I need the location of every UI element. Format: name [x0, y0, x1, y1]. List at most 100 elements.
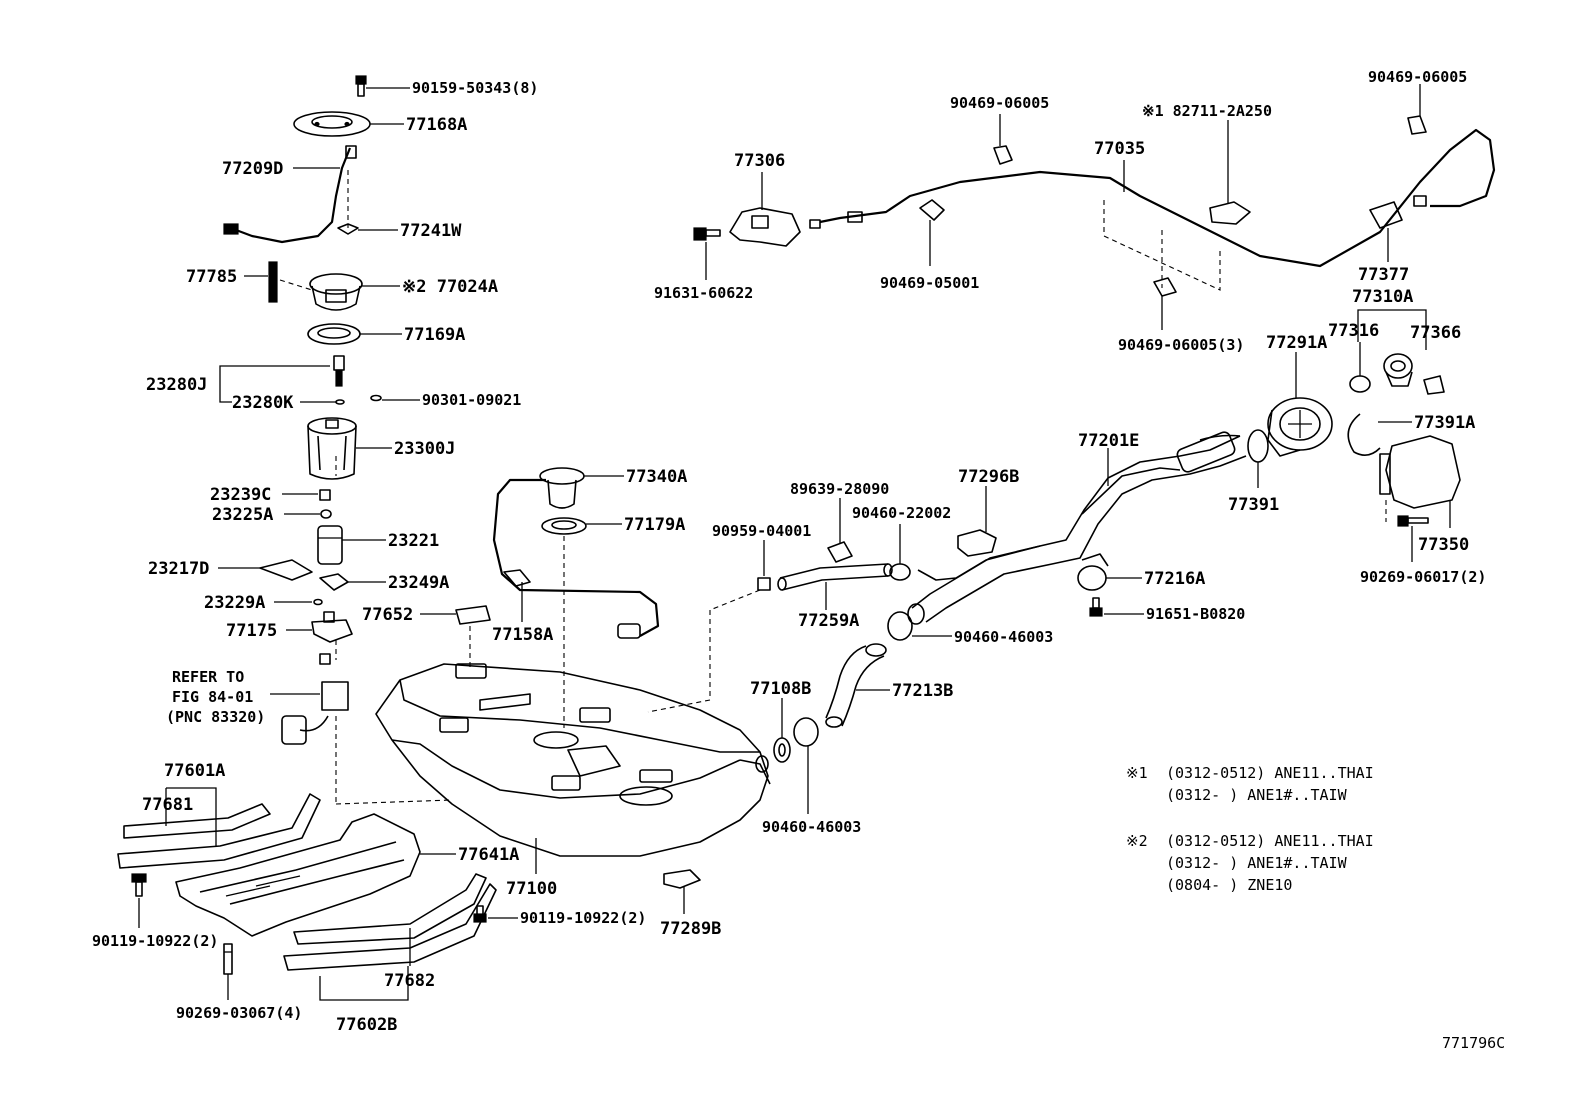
- label-77158A: 77158A: [492, 625, 553, 645]
- label-90159-50343: 90159-50343(8): [412, 79, 538, 97]
- label-23221: 23221: [388, 531, 439, 551]
- hose-77259A-part: [777, 563, 893, 591]
- bracket-23217D-part: [259, 559, 313, 581]
- housing-77291A-part: [1267, 397, 1333, 457]
- label-77391A: 77391A: [1414, 413, 1475, 433]
- float-arm-part: [268, 261, 313, 303]
- clamp-90469-top-part: [993, 145, 1013, 165]
- label-77296B: 77296B: [958, 467, 1019, 487]
- label-77216A: 77216A: [1144, 569, 1205, 589]
- clamp-90460-22002-part: [889, 563, 911, 581]
- note2-line2: (0312- ) ANE1#..TAIW: [1166, 854, 1348, 872]
- bolt-91651-part: [1089, 597, 1103, 617]
- grommet-77377-part: [1369, 195, 1427, 229]
- label-89639-28090: 89639-28090: [790, 480, 889, 498]
- label-77340A: 77340A: [626, 467, 687, 487]
- label-23239C: 23239C: [210, 485, 271, 505]
- clamp-23249A-part: [319, 573, 349, 591]
- label-90469-05001: 90469-05001: [880, 274, 979, 292]
- cap-77340A-part: [539, 467, 585, 509]
- diagram-code: 771796C: [1442, 1034, 1505, 1052]
- note1-line1: (0312-0512) ANE11..THAI: [1166, 764, 1374, 782]
- refer-pnc-text: (PNC 83320): [166, 708, 265, 726]
- note2-line1: (0312-0512) ANE11..THAI: [1166, 832, 1374, 850]
- label-77391: 77391: [1228, 495, 1279, 515]
- fuel-filter-part: [307, 417, 357, 480]
- label-90460-46003-lower: 90460-46003: [762, 818, 861, 836]
- clip-77158A-part: [503, 569, 531, 587]
- label-90301-09021: 90301-09021: [422, 391, 521, 409]
- note1-line2: (0312- ) ANE1#..TAIW: [1166, 786, 1348, 804]
- label-90460-46003-upper: 90460-46003: [954, 628, 1053, 646]
- clip-77289B-part: [663, 869, 701, 889]
- cushion-23239C-part: [319, 489, 331, 501]
- bolt-90119-left-part: [131, 873, 147, 897]
- label-90959-04001: 90959-04001: [712, 522, 811, 540]
- label-23217D: 23217D: [148, 559, 209, 579]
- grommet-77108B-part: [773, 737, 791, 763]
- fuel-pump-part: [317, 525, 343, 565]
- ring-23225A-part: [320, 509, 332, 519]
- gasket-77169A-part: [307, 323, 361, 345]
- fuel-tank-77100-part: [375, 663, 771, 857]
- label-90269-03067: 90269-03067(4): [176, 1004, 302, 1022]
- pressure-regulator-part: [333, 355, 345, 387]
- suction-plate-part: [309, 273, 363, 311]
- label-77241W: 77241W: [400, 221, 462, 241]
- straps-group: 77601A 77681 90119-10922(2) 77641A 77682…: [92, 761, 646, 1035]
- vent-line-part: [492, 478, 660, 639]
- label-90469-06005-top: 90469-06005: [950, 94, 1049, 112]
- clamp-90460-46003-upper-part: [887, 611, 913, 641]
- lid-opener-77306-part: [729, 207, 801, 247]
- cable-77035-part: [809, 128, 1496, 291]
- bracket-77175-part: [311, 611, 353, 643]
- label-77289B: 77289B: [660, 919, 721, 939]
- screw-90269-06017-part: [1397, 515, 1429, 527]
- protector-77641A-part: [175, 813, 421, 937]
- gasket-77391-part: [1247, 429, 1269, 463]
- washer-23229A-part: [313, 598, 323, 606]
- label-23225A: 23225A: [212, 505, 273, 525]
- gasket-77179A-part: [541, 517, 587, 535]
- o-ring-90301-part: [370, 394, 382, 402]
- label-82711-2A250: ※1 82711-2A250: [1142, 102, 1272, 120]
- label-91651-B0820: 91651-B0820: [1146, 605, 1245, 623]
- retainer-ring-part: [293, 111, 371, 137]
- hose-77213B-part: [825, 643, 887, 728]
- label-77168A: 77168A: [406, 115, 467, 135]
- sender-gauge-part: [223, 145, 357, 244]
- seal-77316-part: [1349, 375, 1371, 393]
- label-77310A: 77310A: [1352, 287, 1413, 307]
- sensor-89639-part: [827, 541, 853, 563]
- note2-mark: ※2: [1126, 832, 1148, 850]
- clamp-77296B-part: [957, 529, 997, 557]
- label-77259A: 77259A: [798, 611, 859, 631]
- label-90469-06005-3: 90469-06005(3): [1118, 336, 1244, 354]
- label-77169A: 77169A: [404, 325, 465, 345]
- label-23249A: 23249A: [388, 573, 449, 593]
- sensor-referred-part: [281, 640, 453, 805]
- label-23280J: 23280J: [146, 375, 207, 395]
- breather-tube-part: [917, 545, 1041, 581]
- clamp-90460-46003-lower-part: [793, 717, 819, 747]
- bolt-90269-lower-part: [223, 943, 233, 975]
- clamp-90469-right-part: [1407, 115, 1427, 135]
- label-77035: 77035: [1094, 139, 1145, 159]
- label-77213B: 77213B: [892, 681, 953, 701]
- fuel-lid-77350-part: [1379, 435, 1461, 522]
- label-77681: 77681: [142, 795, 193, 815]
- pad-77652-part: [455, 605, 491, 625]
- label-77306: 77306: [734, 151, 785, 171]
- clip-90959-part: [757, 577, 771, 591]
- bracket-82711-part: [1209, 201, 1251, 225]
- label-23300J: 23300J: [394, 439, 455, 459]
- strap-77682-part: [293, 873, 487, 945]
- clamp-77216A-part: [1077, 553, 1109, 591]
- label-77024A: ※2 77024A: [402, 277, 498, 297]
- label-77209D: 77209D: [222, 159, 283, 179]
- label-90119-right: 90119-10922(2): [520, 909, 646, 927]
- clamp-90469-triple-part: [1153, 277, 1177, 297]
- label-90460-22002: 90460-22002: [852, 504, 951, 522]
- tether-77366-part: [1423, 375, 1445, 395]
